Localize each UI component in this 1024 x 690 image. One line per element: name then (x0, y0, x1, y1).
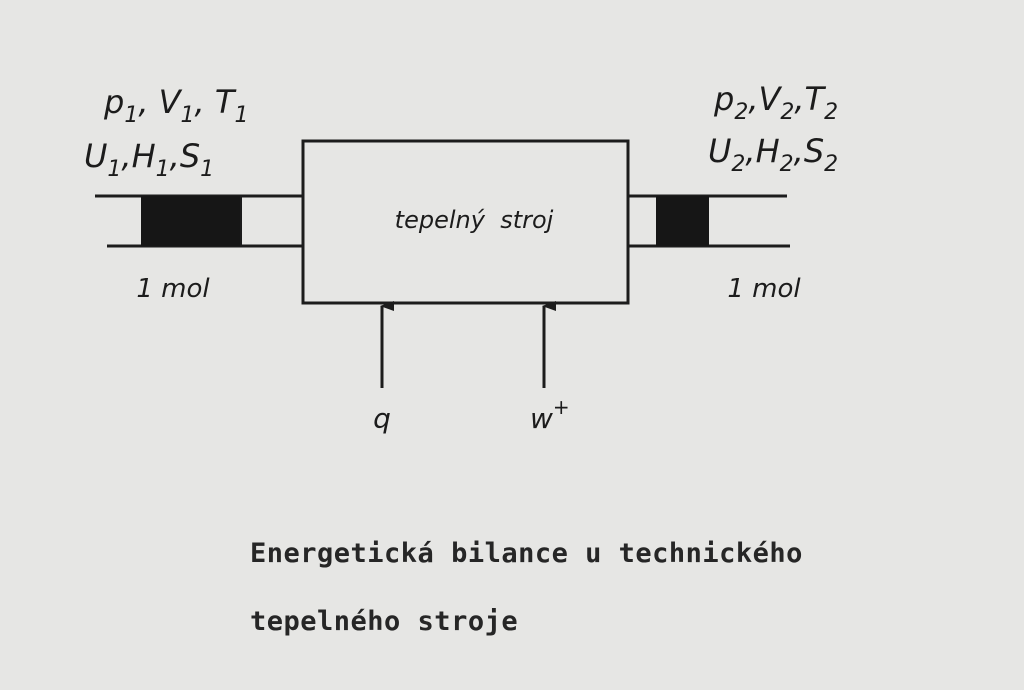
inlet-state-line-1: p1, V1, T1 (103, 83, 248, 128)
outlet-amount: 1 mol (727, 274, 801, 304)
inlet-amount: 1 mol (136, 274, 210, 304)
inlet-piston (141, 196, 241, 246)
outlet-state-line-2: U2,H2,S2 (708, 132, 838, 177)
heat-engine-box (301, 139, 630, 305)
heat-label: q (373, 402, 391, 435)
inlet-pipe (95, 194, 303, 248)
heat-engine-label: tepelný stroj (395, 206, 554, 234)
outlet-state-line-1: p2,V2,T2 (713, 80, 838, 125)
caption-line-2: tepelného stroje (250, 606, 519, 637)
inlet-state-line-2: U1,H1,S1 (84, 137, 214, 182)
outlet-pipe (628, 194, 790, 248)
work-label: w+ (530, 395, 570, 435)
outlet-piston (656, 196, 709, 246)
caption-line-1: Energetická bilance u technického (250, 538, 803, 569)
